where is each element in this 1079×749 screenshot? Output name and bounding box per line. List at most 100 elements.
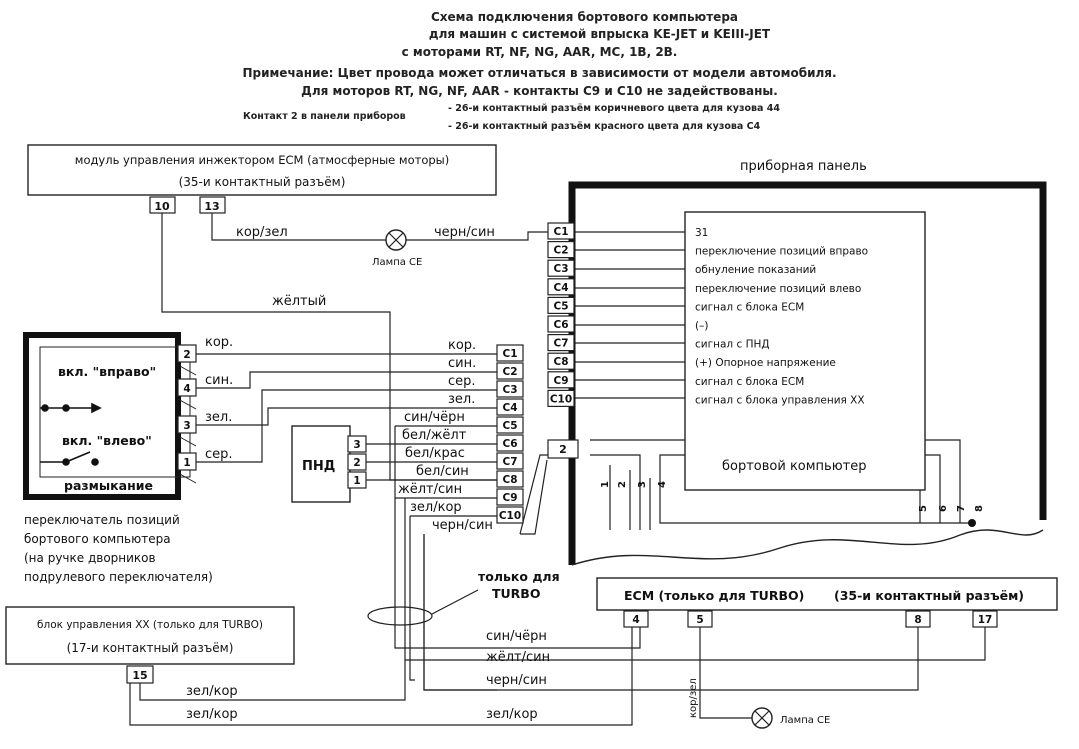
- left-wire-label: сер.: [448, 374, 476, 389]
- switch-pin-box: [177, 344, 197, 363]
- left-wire-label: жёлт/син: [398, 482, 462, 497]
- left-wire-label: кор.: [448, 338, 476, 353]
- switch-wire-label: син.: [205, 373, 233, 388]
- dash-pin-box: [547, 241, 575, 259]
- lamp-bottom-label: Лампа CE: [780, 715, 830, 726]
- switch-label-open: размыкание: [64, 478, 153, 493]
- switch-wire-label: сер.: [205, 447, 233, 462]
- computer-function: (–): [695, 320, 708, 332]
- dash-pin-box: [547, 315, 575, 333]
- computer-function: обнуление показаний: [695, 264, 816, 276]
- title-line-3: с моторами RT, NF, NG, AAR, MC, 1B, 2B.: [401, 45, 678, 59]
- bottom-wire-3: черн/син: [486, 673, 547, 688]
- left-pin-label: C7: [502, 456, 517, 468]
- ecm-turbo-connector: (35-и контактный разъём): [834, 588, 1024, 603]
- switch-pin-label: 4: [183, 383, 190, 395]
- dash-sub-pin-right: 8: [974, 505, 985, 512]
- switch-wire-label: зел.: [205, 410, 232, 425]
- left-wire-label: черн/син: [432, 518, 493, 533]
- pnd-label: ПНД: [302, 459, 335, 474]
- left-pin-box: [496, 470, 524, 488]
- left-pin-box: [496, 506, 524, 524]
- dash-sub-pin-right: 7: [956, 505, 967, 512]
- computer-function: переключение позиций влево: [695, 283, 861, 295]
- dash-plug-2: 2: [559, 443, 567, 456]
- switch-wire-labels: кор.син.зел.сер.: [205, 335, 233, 462]
- computer-function: сигнал с блока ECM: [695, 301, 804, 313]
- ecm-turbo-label: ECM (только для TURBO): [624, 588, 804, 603]
- bottom-wire-5: зел/кор: [186, 707, 238, 722]
- lamp-top-wire-left: кор/зел: [236, 225, 288, 240]
- dash-pin-label: C1: [553, 226, 568, 238]
- bottom-wire-1: син/чёрн: [486, 629, 547, 644]
- turbo-note-1: только для: [478, 569, 560, 584]
- dash-pin-label: C6: [553, 319, 568, 331]
- dash-pin-label: C8: [553, 356, 568, 368]
- lamp-top-cross-b: [388, 232, 404, 248]
- contact-note-item-1: - 26-и контактный разъём коричневого цве…: [448, 103, 780, 114]
- switch-caption-2: бортового компьютера: [24, 532, 171, 546]
- ecm-module-line2: (35-и контактный разъём): [179, 175, 346, 189]
- dash-pin-box: [547, 259, 575, 277]
- lamp-bottom-cross-b: [754, 710, 770, 726]
- dash-pin-label: C4: [553, 282, 568, 294]
- left-wire-label: бел/син: [416, 464, 469, 479]
- pnd-pin-box: [347, 453, 367, 471]
- left-pin-box: [496, 452, 524, 470]
- ecm-module-box: [27, 144, 497, 196]
- switch-block-inner: [39, 346, 191, 478]
- dash-sub-pin-left: 3: [637, 481, 648, 488]
- left-pin-label: C10: [499, 510, 521, 522]
- dash-pin-label: C7: [553, 338, 568, 350]
- left-pin-label: C3: [502, 384, 517, 396]
- left-pin-box: [496, 380, 524, 398]
- turbo-pin-box: [905, 610, 931, 628]
- wire-yellow-label: жёлтый: [272, 294, 326, 309]
- dash-pin-box: [547, 389, 575, 407]
- switch-caption-3: (на ручке дворников: [24, 551, 156, 565]
- left-pin-box: [496, 344, 524, 362]
- dash-pin-label: C9: [553, 375, 568, 387]
- computer-function: (+) Опорное напряжение: [695, 357, 836, 369]
- dash-sub-pin-left: 4: [657, 481, 668, 488]
- xx-unit-line2: (17-и контактный разъём): [67, 641, 234, 655]
- turbo-pin-box: [623, 610, 649, 628]
- switch-pin-tick: [177, 398, 197, 410]
- computer-box: [684, 211, 926, 491]
- left-pin-label: C9: [502, 492, 517, 504]
- xx-unit-line1: блок управления XX (только для TURBO): [37, 619, 263, 631]
- turbo-pin-label: 17: [978, 614, 993, 626]
- turbo-pin-label: 4: [632, 614, 639, 626]
- left-pin-box: [496, 362, 524, 380]
- left-wire-label: син/чёрн: [404, 410, 465, 425]
- bottom-wire-6: зел/кор: [486, 707, 538, 722]
- switch-contacts: [40, 402, 102, 466]
- switch-pin-box: [177, 378, 197, 397]
- lamp-bottom-wire: кор/зел: [688, 678, 699, 718]
- left-pin-label: C6: [502, 438, 517, 450]
- left-pin-box: [496, 488, 524, 506]
- dash-pin-box: [547, 222, 575, 240]
- dash-sub-pin-left: 1: [600, 481, 611, 488]
- dash-pin-label: C2: [553, 245, 568, 257]
- turbo-pin-box: [687, 610, 713, 628]
- turbo-note-2: TURBO: [492, 586, 540, 601]
- title-line-2: для машин с системой впрыска KE-JET и KE…: [428, 27, 771, 41]
- computer-function: сигнал с блока ECM: [695, 376, 804, 388]
- left-pin-label: C4: [502, 402, 517, 414]
- dash-plug-2-box: [547, 439, 579, 459]
- turbo-pin-label: 5: [696, 614, 703, 626]
- turbo-bundle-ellipse: [367, 606, 433, 626]
- left-pin-label: C2: [502, 366, 517, 378]
- switch-label-left: вкл. "влево": [62, 433, 152, 448]
- switch-pin-tick: [177, 435, 197, 447]
- bottom-wire-4: зел/кор: [186, 684, 238, 699]
- left-connector-wire-labels: кор.син.сер.зел.син/чёрнбел/жёлтбел/крас…: [398, 338, 493, 533]
- ecm-module-line1: модуль управления инжектором ECM (атмосф…: [75, 153, 449, 167]
- switch-caption-4: подрулевого переключателя): [24, 570, 213, 584]
